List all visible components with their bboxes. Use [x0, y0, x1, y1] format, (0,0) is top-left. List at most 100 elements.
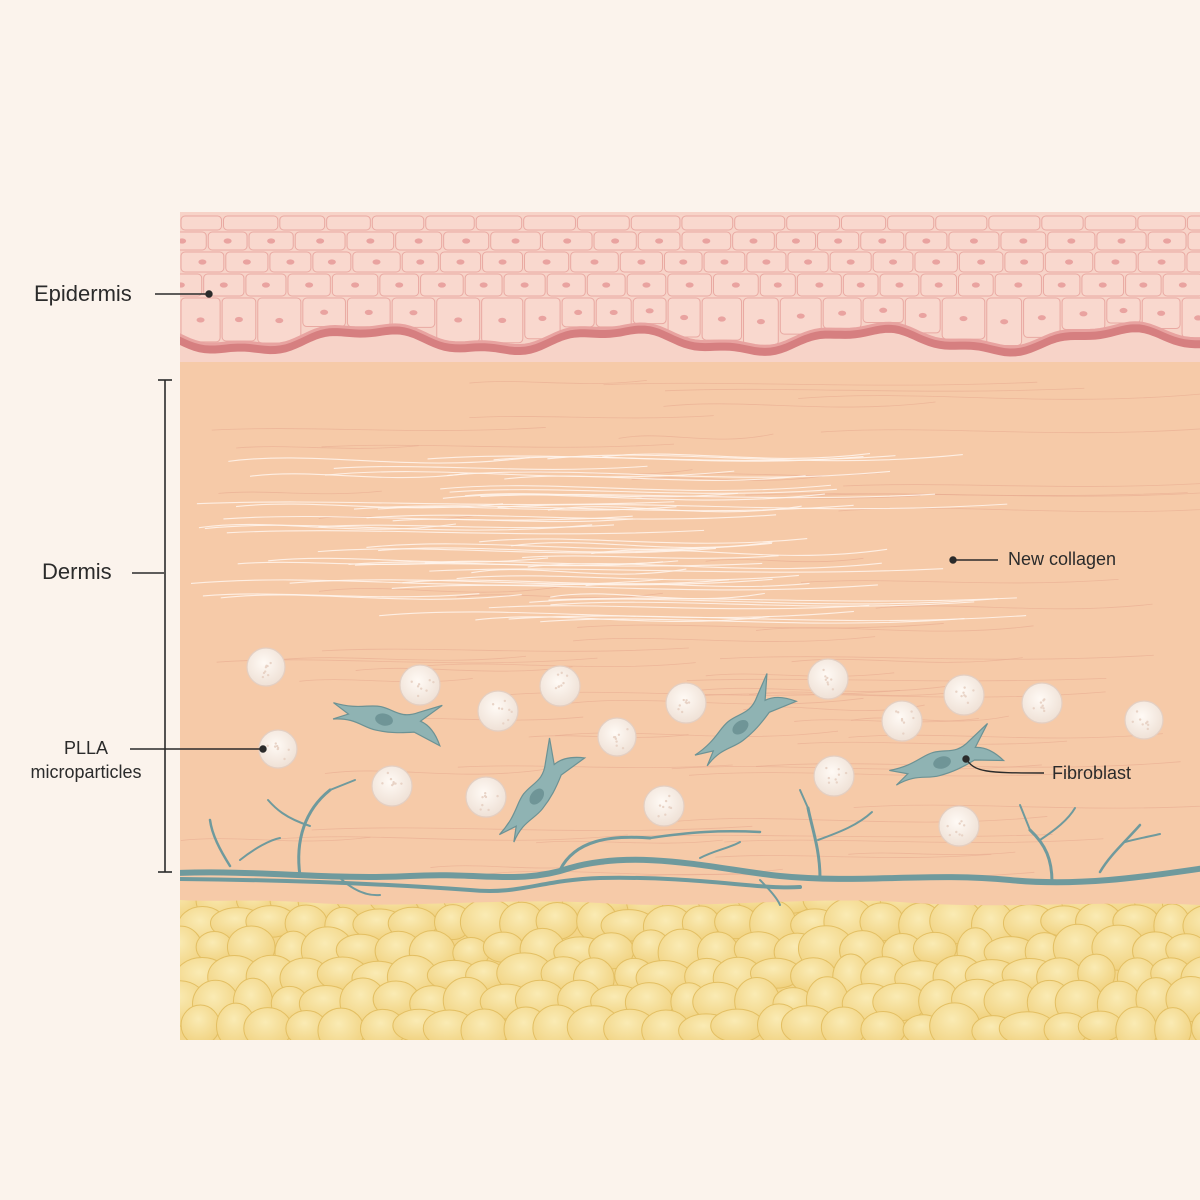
new-collagen-fiber [585, 582, 810, 588]
cell-nucleus [498, 259, 507, 265]
cell-nucleus [645, 308, 654, 314]
collagen-fiber [848, 851, 1016, 856]
new-collagen-fiber [318, 524, 615, 529]
fibroblast-cell [889, 722, 1006, 786]
plla-microparticle [643, 785, 685, 827]
epidermal-cell [371, 215, 425, 231]
cell-nucleus [895, 282, 904, 288]
plla-microparticle [477, 690, 519, 732]
cell-nucleus [590, 259, 599, 265]
epidermal-cell [840, 215, 887, 231]
new-collagen-fiber [504, 475, 806, 481]
cell-nucleus [180, 238, 187, 244]
cell-nucleus [414, 238, 423, 244]
cell-nucleus [409, 310, 418, 316]
blood-vessel [180, 875, 802, 893]
cell-nucleus [804, 259, 813, 265]
fat-cell [1191, 1012, 1200, 1040]
fibroblast-cell [694, 673, 798, 767]
cell-nucleus [366, 238, 375, 244]
epidermal-cell [425, 215, 475, 231]
cell-nucleus [959, 315, 968, 322]
new-collagen-fiber [449, 488, 837, 494]
blood-vessel [339, 877, 381, 897]
epidermal-cell [180, 273, 203, 297]
new-collagen-fiber [366, 542, 773, 550]
cell-nucleus [1157, 259, 1166, 265]
new-collagen-fiber [249, 472, 468, 479]
blood-vessel [180, 856, 1200, 886]
cell-nucleus [971, 282, 980, 288]
cell-nucleus [834, 238, 843, 244]
collagen-fiber [756, 625, 1034, 632]
cell-nucleus [242, 259, 251, 265]
cell-nucleus [846, 259, 855, 265]
cell-nucleus [655, 238, 664, 244]
new-collagen-fiber [228, 456, 530, 464]
collagen-fiber [663, 401, 936, 408]
cell-nucleus [1139, 282, 1148, 288]
cell-nucleus [1119, 307, 1128, 314]
cell-nucleus [563, 238, 572, 244]
blood-vessel [806, 806, 822, 880]
plla-microparticle [943, 674, 985, 716]
new-collagen-fiber [268, 557, 549, 563]
new-collagen-fiber [602, 453, 871, 459]
cell-nucleus [762, 259, 771, 265]
plla-microparticle [597, 717, 637, 757]
cell-nucleus [286, 259, 295, 265]
collagen-fiber [271, 834, 628, 841]
blood-vessel [297, 788, 332, 878]
new-collagen-fiber [429, 568, 944, 573]
cell-nucleus [234, 316, 243, 323]
plla-leader-dot [259, 745, 267, 753]
new-collagen-fiber [442, 493, 825, 501]
blood-vessel [648, 830, 762, 840]
cell-nucleus [351, 282, 360, 288]
plla-microparticles-label: PLLA microparticles [20, 736, 152, 784]
new-collagen-label: New collagen [1008, 549, 1117, 569]
plla-microparticle [807, 658, 849, 700]
plla-microparticle [246, 647, 286, 687]
epidermal-cell [681, 215, 734, 231]
blood-vessel [1098, 823, 1142, 874]
cell-nucleus [637, 259, 646, 265]
collagen-fiber [794, 718, 979, 723]
cell-nucleus [856, 282, 865, 288]
collagen-fiber [851, 715, 1009, 722]
collagen-fiber [180, 836, 371, 842]
cell-nucleus [969, 238, 978, 244]
collagen-fiber [423, 662, 696, 668]
leader-lines [130, 290, 1045, 774]
cell-nucleus [918, 312, 927, 319]
collagen-fiber [705, 672, 895, 677]
cell-nucleus [305, 282, 314, 288]
plla-microparticle [465, 776, 507, 818]
epidermal-cell [279, 215, 326, 231]
plla-label-line2: microparticles [30, 762, 142, 782]
blood-vessel [799, 789, 809, 809]
new-collagen-fiber [471, 568, 687, 575]
plla-microparticle [1124, 700, 1164, 740]
new-collagen-fiber [378, 546, 706, 553]
blood-vessel [1028, 828, 1054, 884]
new-collagen-fiber [317, 547, 716, 554]
fat-cell [710, 1008, 765, 1040]
cell-nucleus [180, 282, 185, 288]
new-collagen-fiber [550, 592, 765, 600]
fibroblast-label: Fibroblast [1052, 763, 1132, 783]
cell-nucleus [879, 307, 888, 313]
cell-nucleus [261, 282, 270, 288]
cell-nucleus [462, 238, 471, 244]
cell-nucleus [878, 238, 887, 244]
collagen-fiber [686, 678, 1107, 682]
cell-nucleus [275, 317, 284, 324]
collagen-fiber [664, 387, 1085, 392]
cell-nucleus [756, 319, 765, 325]
cell-nucleus [198, 259, 207, 265]
collagen-fiber [724, 838, 1104, 843]
collagen-fiber [573, 636, 876, 642]
new-collagen-fiber [402, 579, 730, 585]
plla-label-line1: PLLA [63, 738, 109, 758]
cell-nucleus [932, 259, 941, 265]
